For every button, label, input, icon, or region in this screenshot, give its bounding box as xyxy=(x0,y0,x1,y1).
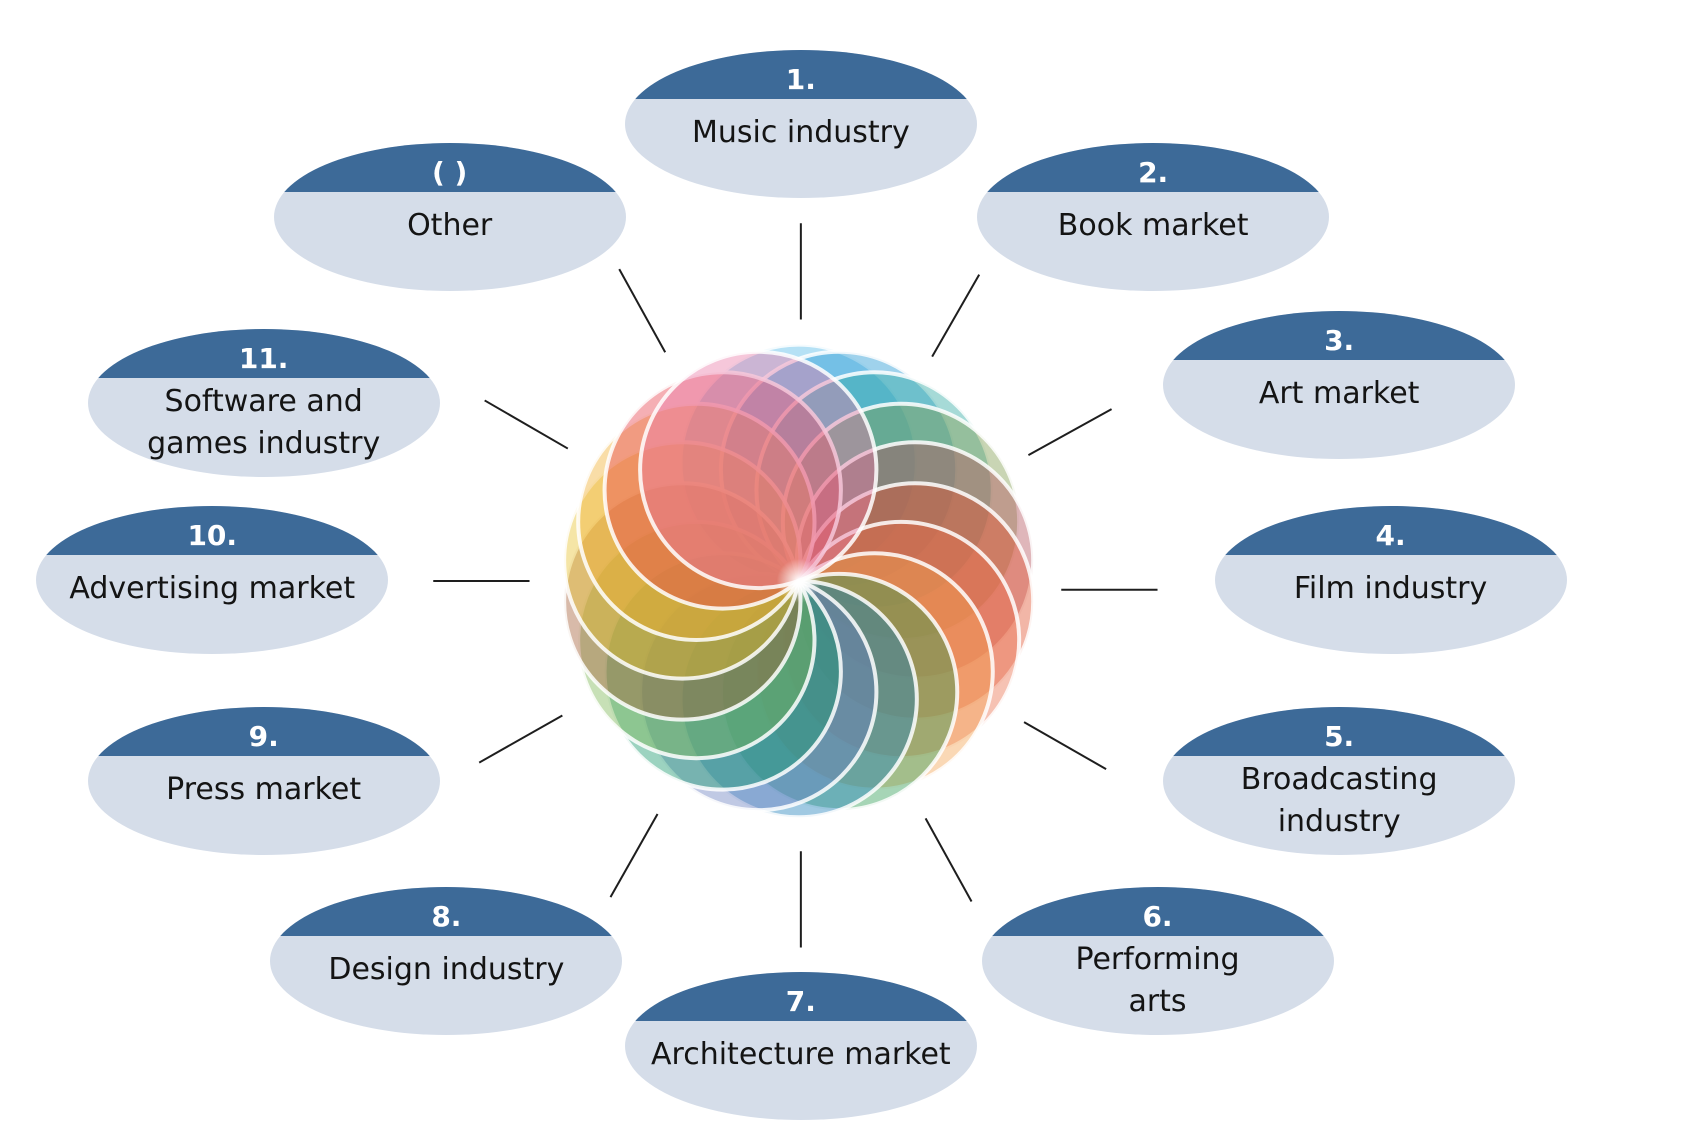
rosette-petal-18 xyxy=(638,349,879,591)
node-advertising-market: 10. Advertising market xyxy=(34,504,390,656)
node-number: 11. xyxy=(238,341,289,375)
node-number: 3. xyxy=(1324,324,1355,358)
node-press-market: 9. Press market xyxy=(86,705,442,857)
node-number: 4. xyxy=(1375,518,1406,552)
node-label: Book market xyxy=(1057,207,1249,243)
node-ellipse xyxy=(981,886,1334,1035)
node-number: 5. xyxy=(1324,720,1355,754)
node-ellipse xyxy=(1163,311,1516,460)
node-ellipse xyxy=(87,707,440,856)
node-number: 1. xyxy=(785,62,816,96)
connector-line-6 xyxy=(924,817,973,902)
node-ellipse xyxy=(624,49,977,198)
node-label: Performing arts xyxy=(1075,941,1240,1019)
node-ellipse xyxy=(273,142,626,291)
node-number: 8. xyxy=(431,899,462,933)
rosette-petal-17 xyxy=(602,370,843,611)
node-label: Music industry xyxy=(691,114,910,150)
connector-line-9 xyxy=(478,714,563,764)
node-performing-arts: 6. Performing arts xyxy=(980,885,1336,1037)
node-broadcasting-industry: 5. Broadcasting industry xyxy=(1161,705,1517,857)
rosette-petal-16 xyxy=(576,401,817,643)
node-number: 10. xyxy=(187,518,238,552)
connector-line-3 xyxy=(1027,408,1113,457)
node-label: Other xyxy=(407,207,493,243)
node-software-and-games-industry: 11. Software and games industry xyxy=(86,327,442,479)
node-number: 2. xyxy=(1138,155,1169,189)
connector-line-2 xyxy=(931,274,981,358)
node-other: ( ) Other xyxy=(272,141,628,293)
node-label: Press market xyxy=(166,772,362,808)
connector-line-12 xyxy=(618,268,667,353)
connector-line-5 xyxy=(1023,721,1107,771)
node-label: Advertising market xyxy=(69,570,356,606)
connector-line-11 xyxy=(484,399,569,450)
node-book-market: 2. Book market xyxy=(975,141,1331,293)
node-film-industry: 4. Film industry xyxy=(1213,504,1569,656)
node-number: 9. xyxy=(248,720,279,754)
node-ellipse xyxy=(1163,707,1516,856)
node-label: Broadcasting industry xyxy=(1240,762,1438,840)
node-music-industry: 1. Music industry xyxy=(623,48,979,200)
node-ellipse xyxy=(270,886,623,1035)
node-label: Software and games industry xyxy=(147,383,381,461)
node-design-industry: 8. Design industry xyxy=(268,885,624,1037)
node-ellipse xyxy=(977,142,1330,291)
node-ellipse xyxy=(1214,505,1567,654)
connector-line-8 xyxy=(609,813,659,898)
node-label: Design industry xyxy=(328,951,565,987)
node-architecture-market: 7. Architecture market xyxy=(623,970,979,1122)
node-label: Architecture market xyxy=(651,1036,951,1072)
node-ellipse xyxy=(624,971,977,1120)
node-number: 7. xyxy=(785,984,816,1018)
node-number: ( ) xyxy=(431,155,468,189)
node-number: 6. xyxy=(1142,899,1173,933)
node-label: Film industry xyxy=(1293,570,1488,606)
node-ellipse xyxy=(36,505,389,654)
node-label: Art market xyxy=(1258,376,1420,412)
node-art-market: 3. Art market xyxy=(1161,309,1517,461)
node-ellipse xyxy=(87,328,440,477)
